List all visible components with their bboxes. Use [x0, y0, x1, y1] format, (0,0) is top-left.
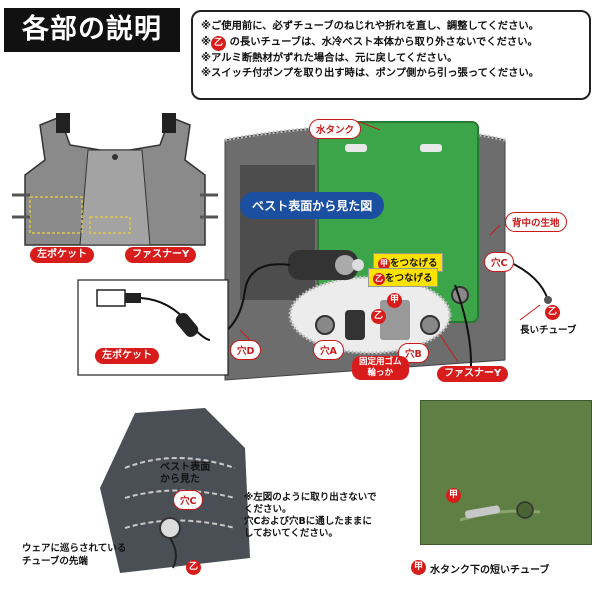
- hole-c-bottom-label: 穴C: [173, 490, 204, 510]
- hole-d-label: 穴D: [230, 340, 262, 360]
- otsu-badge-4: 乙: [545, 305, 560, 320]
- fastener-y-diagram-label: ファスナーY: [437, 366, 509, 382]
- note-line-1: ※ご使用前に、必ずチューブのねじれや折れを直し、調整してください。: [201, 20, 539, 32]
- instructions-text: ※左図のように取り出さないで ください。 穴Cおよび穴Bに通したままに しておい…: [244, 492, 377, 539]
- left-pocket-diagram-label: 左ポケット: [95, 348, 159, 364]
- vest-view-label: ベスト表面 から見た: [160, 462, 211, 485]
- note-line-2-text: の長いチューブは、水冷ベスト本体から取り外さないでください。: [229, 35, 538, 48]
- water-tank-label: 水タンク: [309, 119, 362, 139]
- kou-badge-2: 甲: [387, 293, 402, 308]
- fixing-rubber-label: 固定用ゴム 輪っか: [352, 356, 409, 380]
- vest-back-photo: [100, 408, 250, 573]
- short-tube-caption: 水タンク下の短いチューブ: [430, 565, 550, 576]
- hole-a-label: 穴A: [313, 340, 344, 360]
- main-diagram: [77, 121, 552, 381]
- notes-box: ※ご使用前に、必ずチューブのねじれや折れを直し、調整してください。 ※乙 の長い…: [191, 10, 591, 100]
- hole-c-label: 穴C: [484, 252, 515, 272]
- fastener-y-tag: ファスナーY: [125, 247, 197, 263]
- vest-front-view-label: ベスト表面から見た図: [240, 192, 385, 219]
- connect-otsu-text: をつなげる: [385, 273, 433, 284]
- note-line-3: ※アルミ断熱材がずれた場合は、元に戻してください。: [201, 51, 458, 64]
- connect-otsu-label: 乙をつなげる: [368, 268, 438, 287]
- note-line-2: ※乙 の長いチューブは、水冷ベスト本体から取り外さないでください。: [201, 35, 581, 51]
- otsu-badge-3: 乙: [371, 309, 386, 324]
- page-title: 各部の説明: [4, 8, 180, 52]
- otsu-badge-bottom: 乙: [186, 560, 201, 575]
- kou-badge-bottom: 甲: [446, 488, 461, 503]
- tube-end-label: ウェアに巡らされている チューブの先端: [22, 543, 127, 567]
- note-line-4: ※スイッチ付ポンプを取り出す時は、ポンプ側から引っ張ってください。: [201, 67, 540, 80]
- kou-badge-caption: 甲: [411, 560, 426, 575]
- kou-badge: 甲: [378, 258, 390, 270]
- tank-photo: [420, 400, 592, 545]
- left-pocket-tag: 左ポケット: [30, 247, 94, 263]
- otsu-badge-2: 乙: [373, 273, 385, 285]
- vest-illustration: [12, 113, 218, 246]
- connect-kou-text: をつなげる: [390, 258, 438, 269]
- long-tube-label: 長いチューブ: [520, 325, 577, 336]
- otsu-badge: 乙: [211, 35, 227, 51]
- note-line-2-prefix: ※: [201, 35, 212, 48]
- back-fabric-label: 背中の生地: [505, 212, 567, 232]
